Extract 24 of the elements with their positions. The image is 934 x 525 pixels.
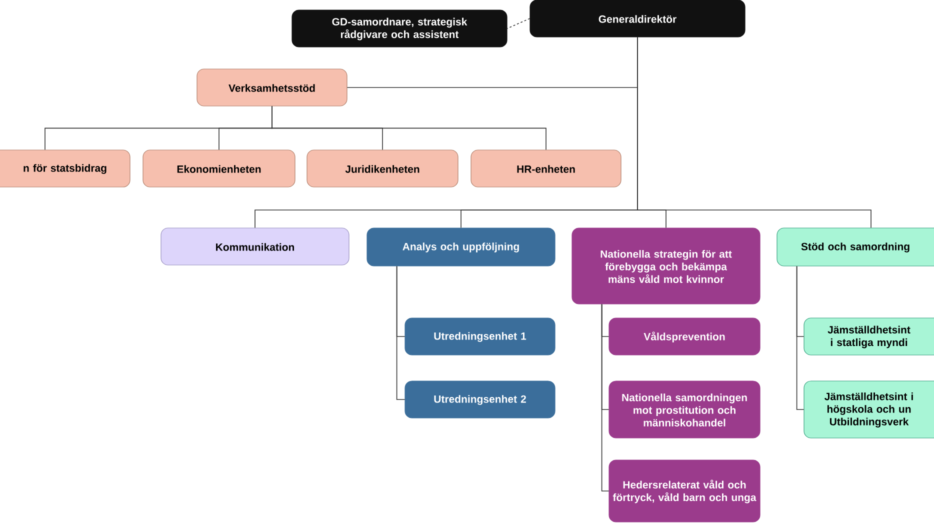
director-box: GD-samordnare, strategisk rådgivare och assistent — [292, 10, 508, 48]
connector-line — [601, 304, 610, 492]
unit-box: HR-enheten — [470, 150, 622, 188]
unit-box: Juridikenheten — [306, 150, 458, 188]
unit-box: Utredningsenhet 1 — [404, 318, 556, 356]
unit-box: Nationella strategin för att förebygga och bekämpa mäns våld mot kvinnor — [572, 228, 760, 304]
unit-box: Analys och uppföljning — [366, 228, 556, 266]
connector-line — [396, 266, 406, 400]
connector-line — [506, 18, 530, 29]
unit-box: Våldsprevention — [608, 318, 760, 356]
unit-box: Utredningsenhet 2 — [404, 380, 556, 418]
unit-box: Jämställdhetsint i högskola och un Utbildningsverk — [804, 380, 934, 438]
unit-box: Verksamhetsstöd — [196, 68, 348, 106]
connector-line — [637, 36, 872, 228]
unit-box: Hedersrelaterat våld och förtryck, våld barn och unga — [608, 460, 760, 522]
director-box: Generaldirektör — [530, 0, 746, 38]
unit-box: n för statsbidrag — [0, 150, 130, 188]
connector-line — [272, 106, 546, 150]
connector-line — [796, 266, 804, 410]
unit-box: Stöd och samordning — [776, 228, 934, 266]
unit-box: Nationella samordningen mot prostitution och människohandel — [608, 380, 760, 438]
unit-box: Kommunikation — [160, 228, 350, 266]
unit-box: Jämställdhetsint i statliga myndi — [804, 318, 934, 356]
unit-box: Ekonomienheten — [142, 150, 296, 188]
